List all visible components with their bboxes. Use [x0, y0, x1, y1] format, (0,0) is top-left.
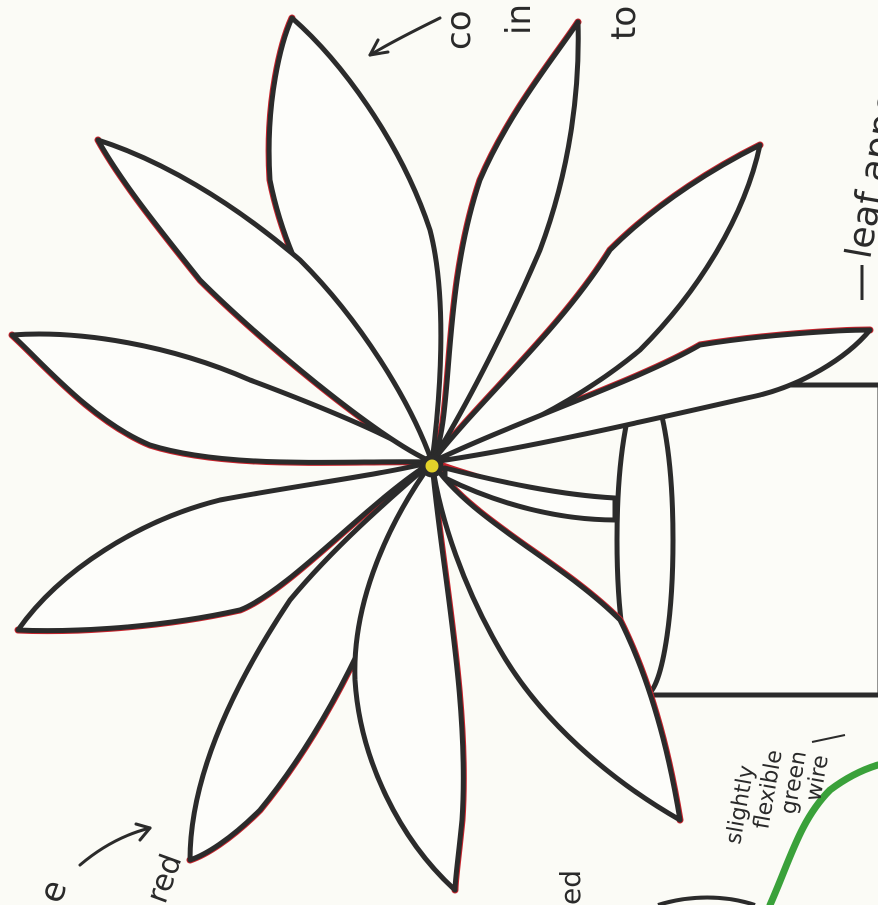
note-top-1: co: [439, 11, 479, 51]
note-top-3: to: [604, 6, 644, 40]
note-top-2: in: [499, 4, 539, 35]
flower-center: [423, 457, 441, 475]
note-bottom-mid: ed: [554, 870, 587, 905]
cylinder-body: [650, 385, 878, 695]
cylinder: [617, 385, 878, 695]
